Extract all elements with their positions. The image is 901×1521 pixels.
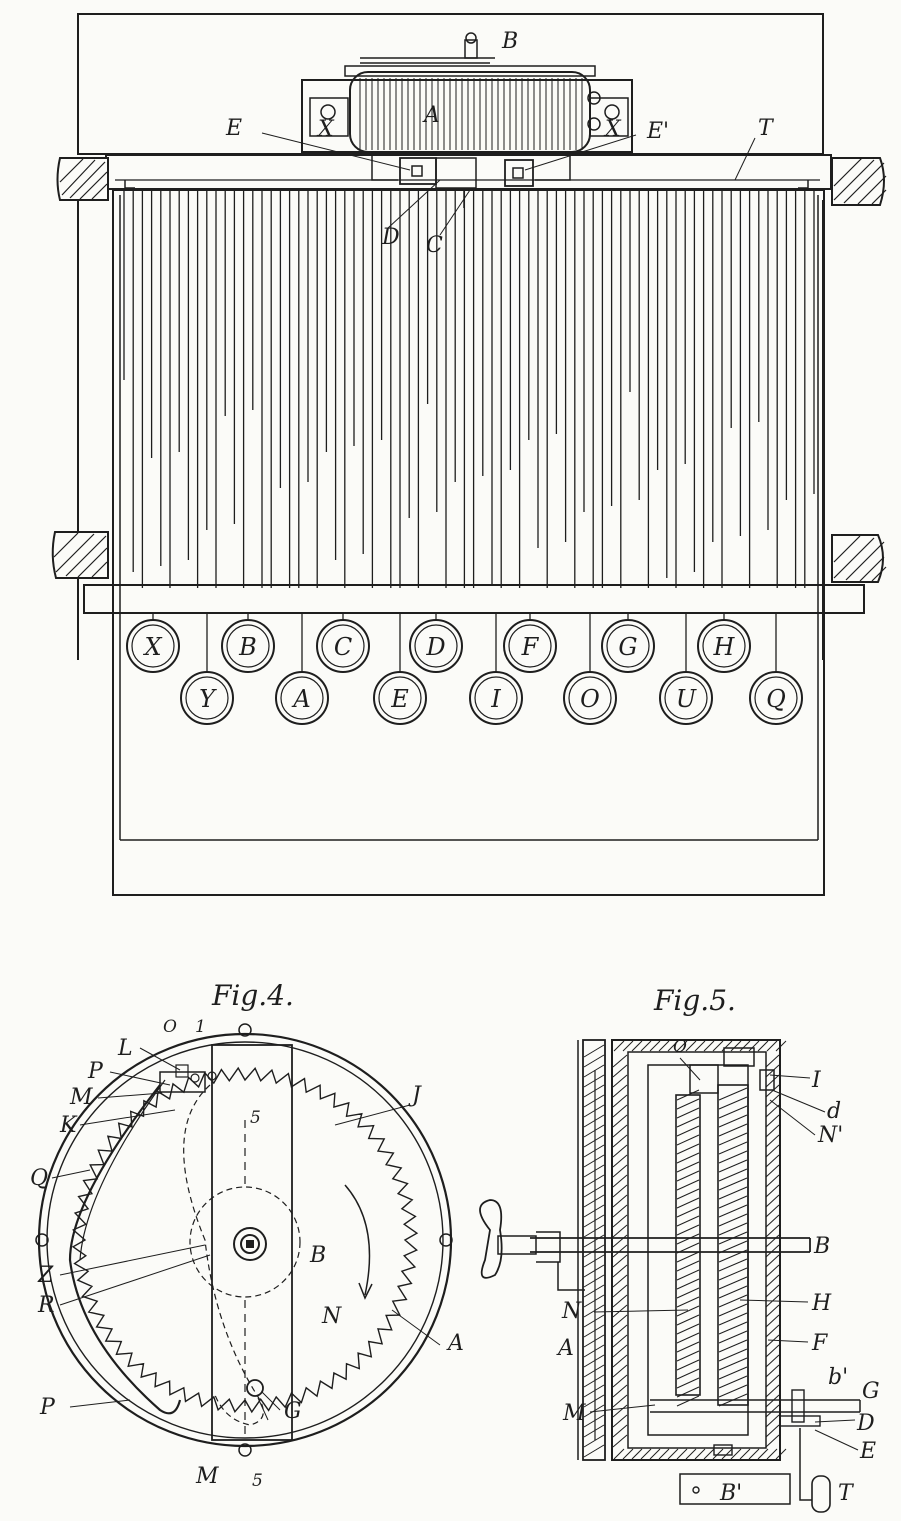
- key-letter: X: [142, 633, 162, 661]
- fig5-type-wheel-cross-section: Fig.5.: [479, 984, 880, 1513]
- key-letter: I: [490, 685, 501, 713]
- fig5-label-A: A: [556, 1336, 574, 1361]
- fig4-label-M-bottom: M: [195, 1464, 219, 1489]
- label-A-top: A: [422, 103, 440, 128]
- fig5-label-b-prime: b': [828, 1365, 848, 1390]
- fig5-label-F: F: [811, 1331, 828, 1356]
- key-a: A: [275, 671, 329, 725]
- label-X-left: X: [316, 117, 335, 142]
- type-bar-wires: [123, 190, 815, 588]
- key-h: H: [697, 619, 751, 673]
- fig4-label-N: N: [321, 1304, 342, 1329]
- fig5-title: Fig.5.: [653, 984, 736, 1017]
- fig4-label-Q: Q: [30, 1166, 48, 1191]
- key-f: F: [503, 619, 557, 673]
- keyboard: X B C D F G H Y A E I O U Q: [126, 612, 803, 725]
- label-E-prime-top: E': [646, 119, 669, 144]
- fig4-label-J: J: [408, 1083, 422, 1108]
- fig5-label-I: I: [811, 1068, 822, 1093]
- key-x: X: [126, 619, 180, 673]
- key-y: Y: [180, 671, 234, 725]
- label-X-right: X: [603, 117, 622, 142]
- fig4-ratchet-wheel: [71, 1066, 419, 1414]
- fig5-label-E: E: [859, 1439, 876, 1464]
- end-block-lower-right: [831, 534, 887, 583]
- end-block-upper-left: [56, 157, 109, 201]
- end-block-upper-right: [831, 157, 887, 206]
- fig5-front-plate: [582, 1039, 606, 1461]
- fig5-label-B: B: [813, 1234, 830, 1259]
- key-d: D: [409, 619, 463, 673]
- fig5-label-M: M: [562, 1401, 586, 1426]
- fig4-label-B: B: [309, 1243, 326, 1268]
- key-e: E: [373, 671, 427, 725]
- label-T-top: T: [758, 116, 775, 141]
- fig4-label-P-top: P: [87, 1059, 104, 1084]
- fig4-title: Fig.4.: [211, 979, 294, 1012]
- upper-crossbar: [105, 154, 832, 190]
- fig4-type-wheel-section: Fig.4.: [30, 979, 464, 1491]
- fig4-label-1: 1: [195, 1017, 206, 1037]
- key-letter: D: [425, 633, 445, 661]
- fig5-label-O: O: [673, 1037, 687, 1057]
- fig5-label-D: D: [856, 1411, 875, 1436]
- fig4-label-R: R: [37, 1293, 55, 1318]
- fig5-label-G: G: [862, 1379, 880, 1404]
- type-wheel-assembly: [124, 32, 809, 208]
- fig5-label-N: N: [561, 1299, 582, 1324]
- end-block-lower-left: [51, 531, 109, 579]
- key-letter: O: [580, 685, 600, 713]
- key-q: Q: [749, 671, 803, 725]
- fig5-label-N-prime: N': [817, 1123, 843, 1148]
- fig5-label-d: d: [827, 1099, 841, 1124]
- key-letter: B: [238, 633, 257, 661]
- key-letter: G: [618, 633, 637, 661]
- fig4-label-M-left: M: [69, 1085, 93, 1110]
- fig5-label-T: T: [838, 1481, 855, 1506]
- fig4-outer-rim: [37, 1032, 453, 1448]
- fig4-label-L: L: [117, 1036, 133, 1061]
- key-u: U: [659, 671, 713, 725]
- key-o: O: [563, 671, 617, 725]
- fig4-label-G: G: [284, 1399, 302, 1424]
- key-letter: Q: [766, 685, 786, 713]
- typewriter-front-view: X B C D F G H Y A E I O U Q B A E E' T D C X X: [51, 13, 887, 896]
- label-B-top: B: [501, 29, 518, 54]
- lower-crossbar: [83, 584, 865, 614]
- key-letter: E: [390, 685, 409, 713]
- label-E-top: E: [225, 116, 242, 141]
- fig5-label-B-prime: B': [719, 1481, 742, 1506]
- key-i: I: [469, 671, 523, 725]
- key-b: B: [221, 619, 275, 673]
- fig4-label-A: A: [446, 1331, 464, 1356]
- fig5-casing: [611, 1039, 781, 1461]
- key-g: G: [601, 619, 655, 673]
- fig4-center-plate: [211, 1044, 293, 1441]
- key-letter: U: [676, 685, 697, 713]
- key-letter: C: [334, 633, 352, 661]
- fig4-label-5-bottom: 5: [252, 1471, 263, 1491]
- key-letter: F: [521, 633, 540, 661]
- fig4-label-O: O: [163, 1017, 177, 1037]
- key-letter: H: [713, 633, 736, 661]
- fig4-label-K: K: [59, 1113, 78, 1138]
- label-D-top: D: [381, 225, 400, 250]
- fig4-label-P-bottom: P: [39, 1395, 56, 1420]
- machine-body-frame: [112, 189, 825, 896]
- key-c: C: [316, 619, 370, 673]
- fig4-label-Z: Z: [37, 1263, 54, 1288]
- label-C-top: C: [426, 233, 443, 258]
- fig5-label-H: H: [811, 1291, 832, 1316]
- key-letter: A: [291, 685, 310, 713]
- fig4-label-5-top: 5: [250, 1108, 261, 1128]
- key-letter: Y: [199, 685, 217, 713]
